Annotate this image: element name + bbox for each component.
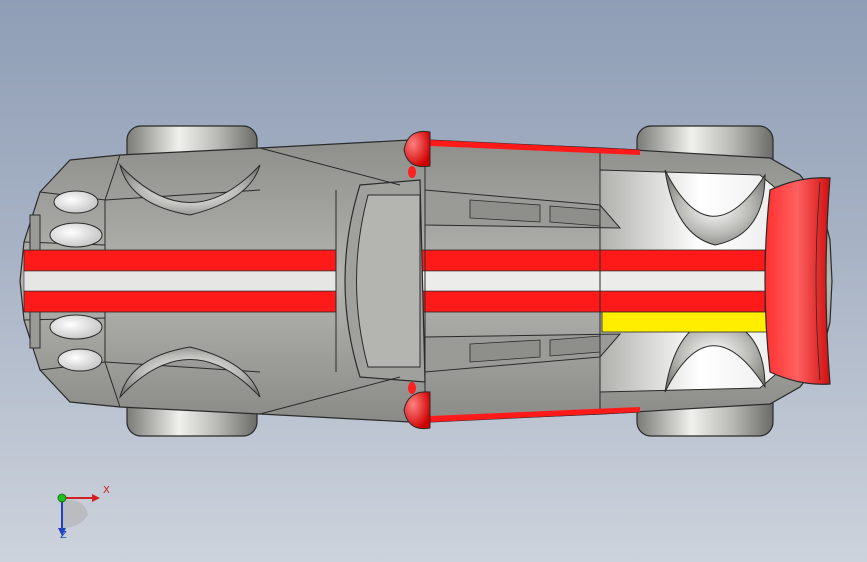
side-trim-bottom <box>430 407 640 422</box>
stripe-top-rear <box>419 249 766 272</box>
mirror-bottom <box>403 391 431 430</box>
headlight-2 <box>49 222 103 248</box>
fender-arch-front-bottom <box>119 346 261 399</box>
mirror-top <box>403 130 431 168</box>
fender-arch-rear-top <box>664 169 766 246</box>
racing-stripes <box>23 249 768 333</box>
mirrors <box>403 130 431 430</box>
fender-arch-rear-bottom <box>664 316 766 393</box>
stripe-top <box>23 249 337 272</box>
headlight-4 <box>57 348 103 372</box>
side-trim-top <box>430 140 640 155</box>
y-axis-dot <box>57 493 67 503</box>
stripe-bottom-rear <box>419 290 766 313</box>
headlight-1 <box>53 190 99 214</box>
rear-wing <box>764 177 831 385</box>
headlights <box>49 190 103 372</box>
z-axis-label: Z <box>60 530 67 541</box>
axis-triad: X Y Z <box>40 480 120 550</box>
fender-arch-front-top <box>119 163 261 216</box>
windshield <box>356 194 421 368</box>
rear-wing-edge <box>815 181 821 381</box>
yellow-panel <box>601 311 768 333</box>
headlight-3 <box>49 314 103 340</box>
stripe-white-gap <box>23 270 337 292</box>
stripe-white-gap-rear <box>419 270 766 292</box>
stripe-bottom <box>23 290 337 313</box>
triad-graphic <box>57 493 100 536</box>
x-axis-label: X <box>103 485 110 496</box>
